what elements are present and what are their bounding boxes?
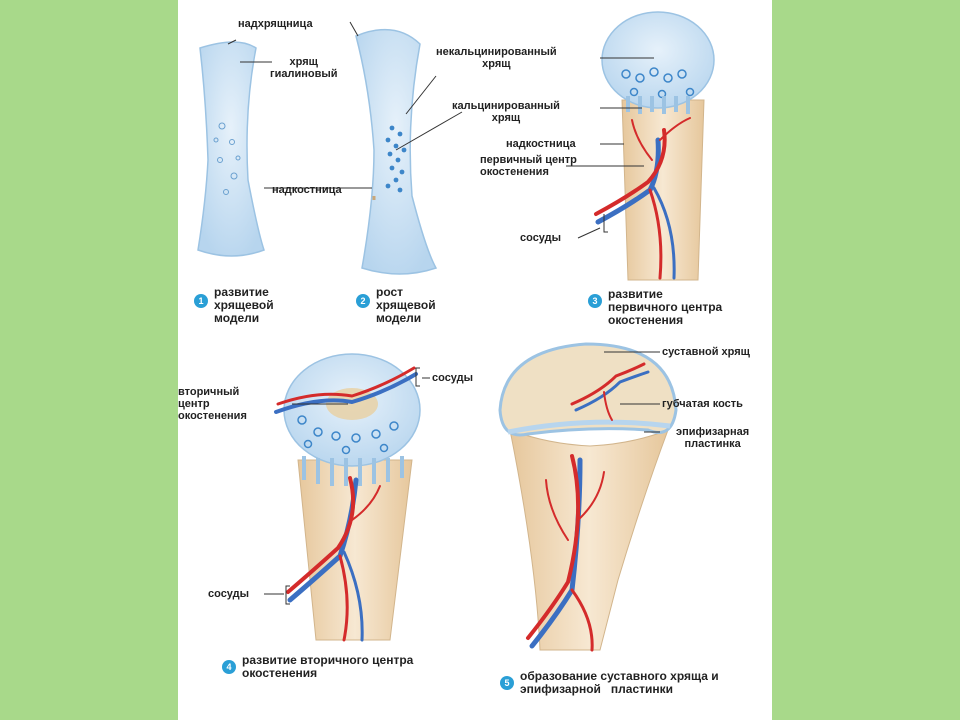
stage-2-cartilage-growth bbox=[355, 28, 438, 275]
stage-5-articular-cartilage bbox=[498, 342, 678, 652]
step-3-badge: 3 bbox=[588, 294, 602, 308]
step-4-caption: развитие вторичного центра окостенения bbox=[242, 653, 414, 680]
label-periosteum-1: надкостница bbox=[272, 184, 342, 196]
label-vessels-1: сосуды bbox=[520, 232, 562, 244]
stage-1-cartilage-model bbox=[197, 41, 265, 257]
label-vessels-2: сосуды bbox=[432, 372, 474, 384]
step-5-badge: 5 bbox=[500, 676, 514, 690]
label-secondary-center: вторичный центр окостенения bbox=[178, 386, 247, 422]
step-2-badge: 2 bbox=[356, 294, 370, 308]
step-1-badge: 1 bbox=[194, 294, 208, 308]
leader-lines bbox=[227, 21, 660, 605]
label-primary-center: первичный центр окостенения bbox=[480, 154, 577, 178]
label-periosteum-2: надкостница bbox=[506, 138, 576, 150]
step-2-caption: рост хрящевой модели bbox=[376, 285, 436, 325]
step-1-caption: развитие хрящевой модели bbox=[214, 285, 274, 325]
label-calcified-cartilage: кальцинированный хрящ bbox=[452, 100, 560, 124]
step-5-caption: образование суставного хряща и эпифизарн… bbox=[520, 669, 719, 696]
stage-3-primary-center bbox=[594, 11, 715, 281]
label-vessels-3: сосуды bbox=[208, 588, 250, 600]
label-epiphyseal-plate: эпифизарная пластинка bbox=[676, 426, 750, 450]
label-uncalcified-cartilage: некальцинированный хрящ bbox=[436, 46, 557, 70]
label-hyaline-cartilage: хрящ гиалиновый bbox=[270, 56, 338, 80]
step-4-badge: 4 bbox=[222, 660, 236, 674]
label-spongy-bone: губчатая кость bbox=[662, 398, 743, 410]
label-articular-cartilage: суставной хрящ bbox=[662, 346, 750, 358]
stage-4-secondary-center bbox=[274, 353, 421, 642]
label-nadhryashchnitsa: надхрящница bbox=[238, 18, 313, 30]
step-3-caption: развитие первичного центра окостенения bbox=[608, 287, 723, 327]
